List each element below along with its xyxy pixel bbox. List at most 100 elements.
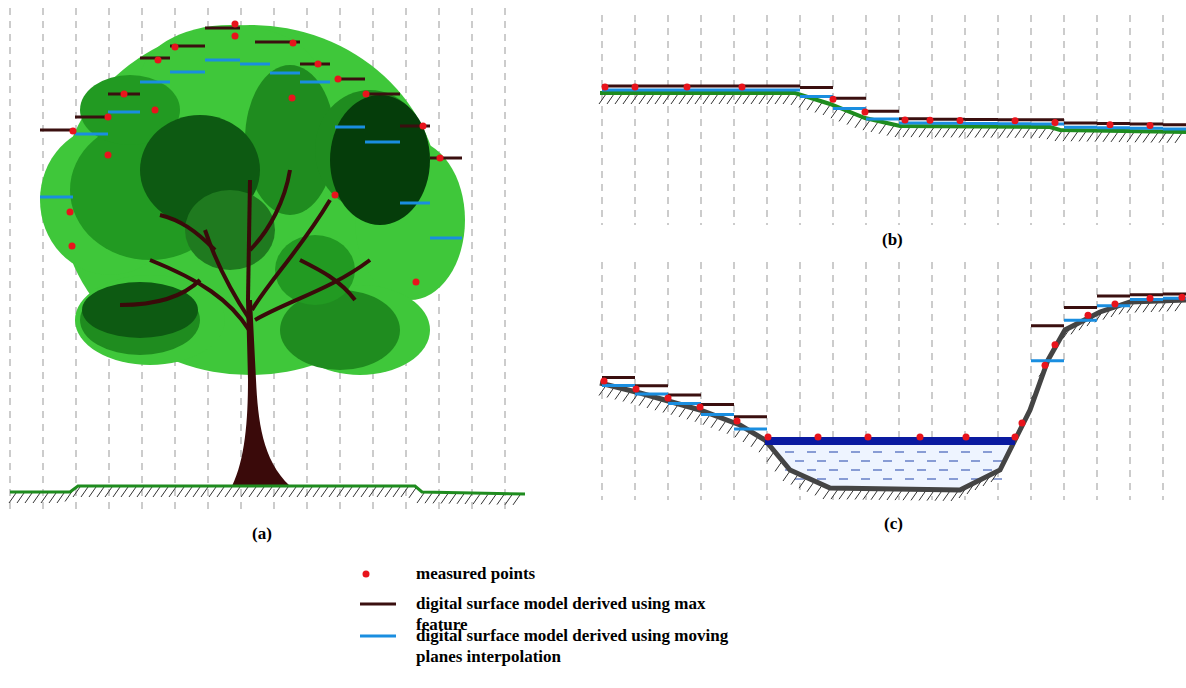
grid-lines — [602, 15, 1163, 225]
panel-label: (b) — [882, 230, 903, 250]
water-marks — [927, 461, 936, 462]
water-marks — [817, 479, 826, 480]
max-feature-surface — [833, 97, 866, 100]
measured-point — [633, 386, 640, 393]
max-feature-surface — [866, 110, 899, 113]
measured-point — [665, 394, 672, 401]
water-marks — [971, 461, 980, 462]
max-feature-surface — [701, 85, 734, 88]
ground-hatching — [599, 301, 1182, 501]
legend-text: digital surface model derived using movi… — [416, 625, 746, 667]
water-marks — [993, 461, 1002, 462]
max-feature-surface — [75, 116, 108, 119]
measured-point — [1112, 301, 1119, 308]
moving-planes-surface — [335, 126, 365, 129]
water-marks — [895, 452, 904, 453]
moving-planes-surface — [734, 89, 767, 92]
panel-label: (a) — [252, 524, 272, 544]
water-marks — [917, 470, 926, 471]
water-marks — [927, 479, 936, 480]
water-marks — [839, 461, 848, 462]
legend-sample — [360, 626, 400, 646]
measured-point — [289, 95, 296, 102]
moving-planes-surface — [734, 428, 767, 431]
measured-point — [332, 192, 339, 199]
water-marks — [851, 470, 860, 471]
measured-point — [121, 91, 128, 98]
ground-line — [600, 93, 1186, 132]
water-marks — [795, 461, 804, 462]
measured-point — [927, 117, 934, 124]
moving-planes-surface — [1130, 127, 1163, 130]
moving-planes-surface — [800, 95, 833, 98]
legend-text: measured points — [416, 563, 746, 584]
measured-point — [105, 152, 112, 159]
moving-planes-surface — [1097, 126, 1130, 129]
grid-lines — [10, 8, 505, 512]
measured-point — [739, 84, 746, 91]
measured-point — [917, 434, 924, 441]
measured-point — [815, 434, 822, 441]
max-feature-surface — [1064, 306, 1097, 309]
measured-point — [862, 109, 869, 116]
moving-planes-surface — [430, 237, 462, 240]
moving-planes-surface — [365, 141, 400, 144]
measured-point — [70, 128, 77, 135]
max-feature-surface — [635, 384, 668, 387]
water-marks — [829, 452, 838, 453]
water-marks — [807, 452, 816, 453]
measured-point — [155, 57, 162, 64]
max-feature-surface — [1097, 122, 1130, 125]
tree — [40, 25, 465, 486]
measured-point — [734, 417, 741, 424]
measured-point — [315, 61, 322, 68]
water-marks — [917, 452, 926, 453]
max-feature-surface — [365, 93, 400, 96]
water-marks — [939, 452, 948, 453]
water-marks — [851, 452, 860, 453]
moving-planes-surface — [701, 413, 734, 416]
measured-point — [865, 434, 872, 441]
max-feature-surface — [1130, 293, 1163, 296]
measured-point — [1042, 362, 1049, 369]
panel-label: (c) — [884, 514, 903, 534]
water-marks — [785, 452, 794, 453]
moving-planes-surface — [602, 384, 635, 387]
water-marks — [939, 470, 948, 471]
moving-planes-surface — [205, 59, 240, 62]
water-marks — [817, 461, 826, 462]
measured-point — [1147, 122, 1154, 129]
water-marks — [983, 470, 992, 471]
measured-point — [420, 123, 427, 130]
measured-point — [232, 33, 239, 40]
measured-point — [963, 434, 970, 441]
measured-point — [830, 96, 837, 103]
water-marks — [883, 461, 892, 462]
water-marks — [861, 479, 870, 480]
water-marks — [807, 470, 816, 471]
max-feature-surface — [1031, 118, 1064, 121]
measured-point — [1085, 312, 1092, 319]
measured-point — [1052, 119, 1059, 126]
moving-planes-surface — [170, 71, 205, 74]
water-marks — [961, 470, 970, 471]
measured-point — [1107, 121, 1114, 128]
measured-point — [697, 404, 704, 411]
measured-point — [290, 40, 297, 47]
water-marks — [873, 452, 882, 453]
measured-point — [602, 84, 609, 91]
water-marks — [795, 479, 804, 480]
moving-planes-surface — [400, 202, 430, 205]
moving-planes-surface — [635, 89, 668, 92]
measured-point — [152, 107, 159, 114]
max-feature-surface — [767, 85, 800, 88]
river-bed — [600, 300, 1186, 490]
legend-sample — [360, 564, 400, 584]
measured-point — [69, 243, 76, 250]
max-feature-surface — [1064, 122, 1097, 125]
moving-planes-surface — [1031, 122, 1064, 125]
measured-point — [632, 84, 639, 91]
moving-planes-surface — [701, 89, 734, 92]
moving-planes-surface — [1031, 359, 1064, 362]
